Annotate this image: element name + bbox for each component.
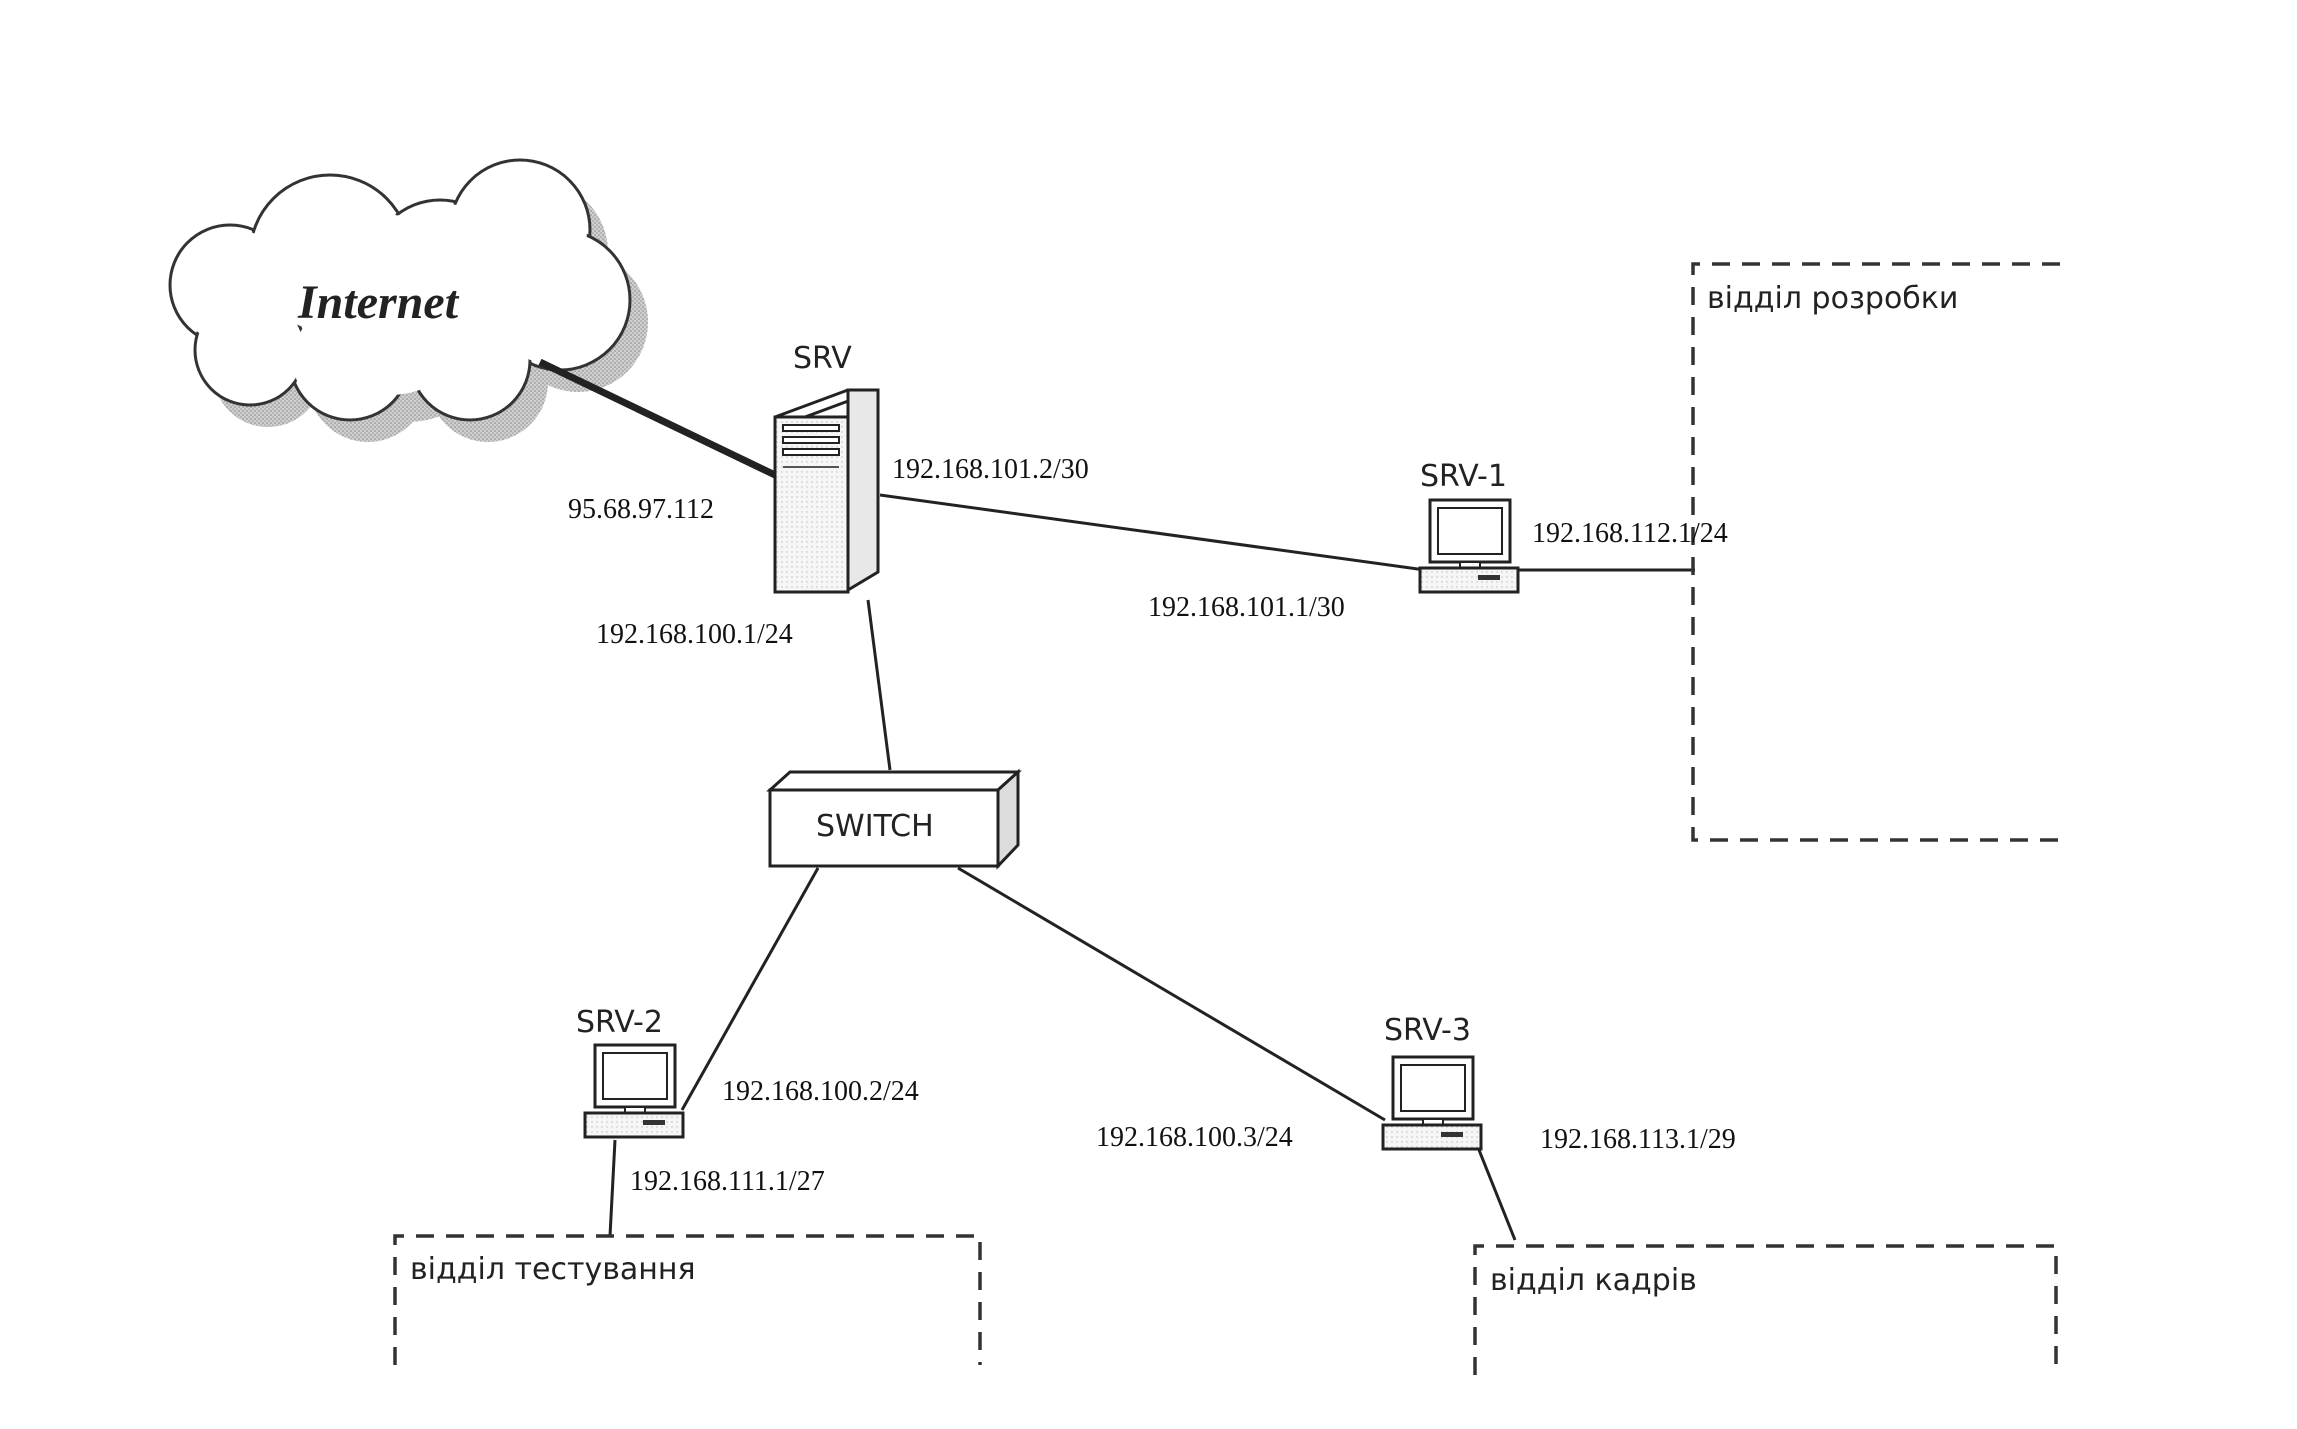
internet-cloud-icon	[168, 158, 648, 442]
srv2-uplink-ip: 192.168.100.2/24	[722, 1076, 919, 1107]
srv3-label: SRV-3	[1384, 1013, 1471, 1048]
link-switch-srv3	[957, 866, 1386, 1122]
srv2-dept-ip: 192.168.111.1/27	[630, 1166, 825, 1197]
srv1-computer-icon	[1418, 498, 1520, 594]
dept-hr-label: відділ кадрів	[1490, 1263, 1697, 1298]
link-switch-srv2	[680, 867, 820, 1111]
dept-testing-zone	[393, 1234, 982, 1365]
server-tower-icon	[773, 388, 880, 594]
dept-development-label: відділ розробки	[1707, 281, 1958, 316]
internet-label: Internet	[297, 276, 460, 329]
dept-development-zone	[1691, 262, 2060, 842]
srv2-label: SRV-2	[576, 1005, 663, 1040]
link-internet-srv	[538, 358, 777, 479]
dept-hr-zone	[1473, 1244, 2058, 1375]
srv1-label: SRV-1	[1420, 459, 1507, 494]
srv2-computer-icon	[583, 1043, 685, 1139]
srv3-dept-ip: 192.168.113.1/29	[1540, 1124, 1736, 1155]
srv-wan-ip: 95.68.97.112	[568, 494, 714, 525]
srv-lan-ip: 192.168.100.1/24	[596, 619, 793, 650]
srv3-uplink-ip: 192.168.100.3/24	[1096, 1122, 1293, 1153]
link-srv2-dept	[608, 1139, 617, 1237]
link-srv-srv1	[879, 493, 1426, 572]
srv3-computer-icon	[1381, 1055, 1483, 1151]
switch-label: SWITCH	[816, 809, 934, 844]
link-srv3-dept	[1473, 1139, 1517, 1241]
dept-testing-label: відділ тестування	[410, 1252, 696, 1287]
srv-label: SRV	[793, 341, 852, 376]
link-srv-switch	[866, 599, 892, 771]
srv-ip-to-srv1: 192.168.101.2/30	[892, 454, 1089, 485]
srv1-dept-ip: 192.168.112.1/24	[1532, 518, 1728, 549]
switch-icon	[766, 768, 1022, 870]
srv1-uplink-ip: 192.168.101.1/30	[1148, 592, 1345, 623]
